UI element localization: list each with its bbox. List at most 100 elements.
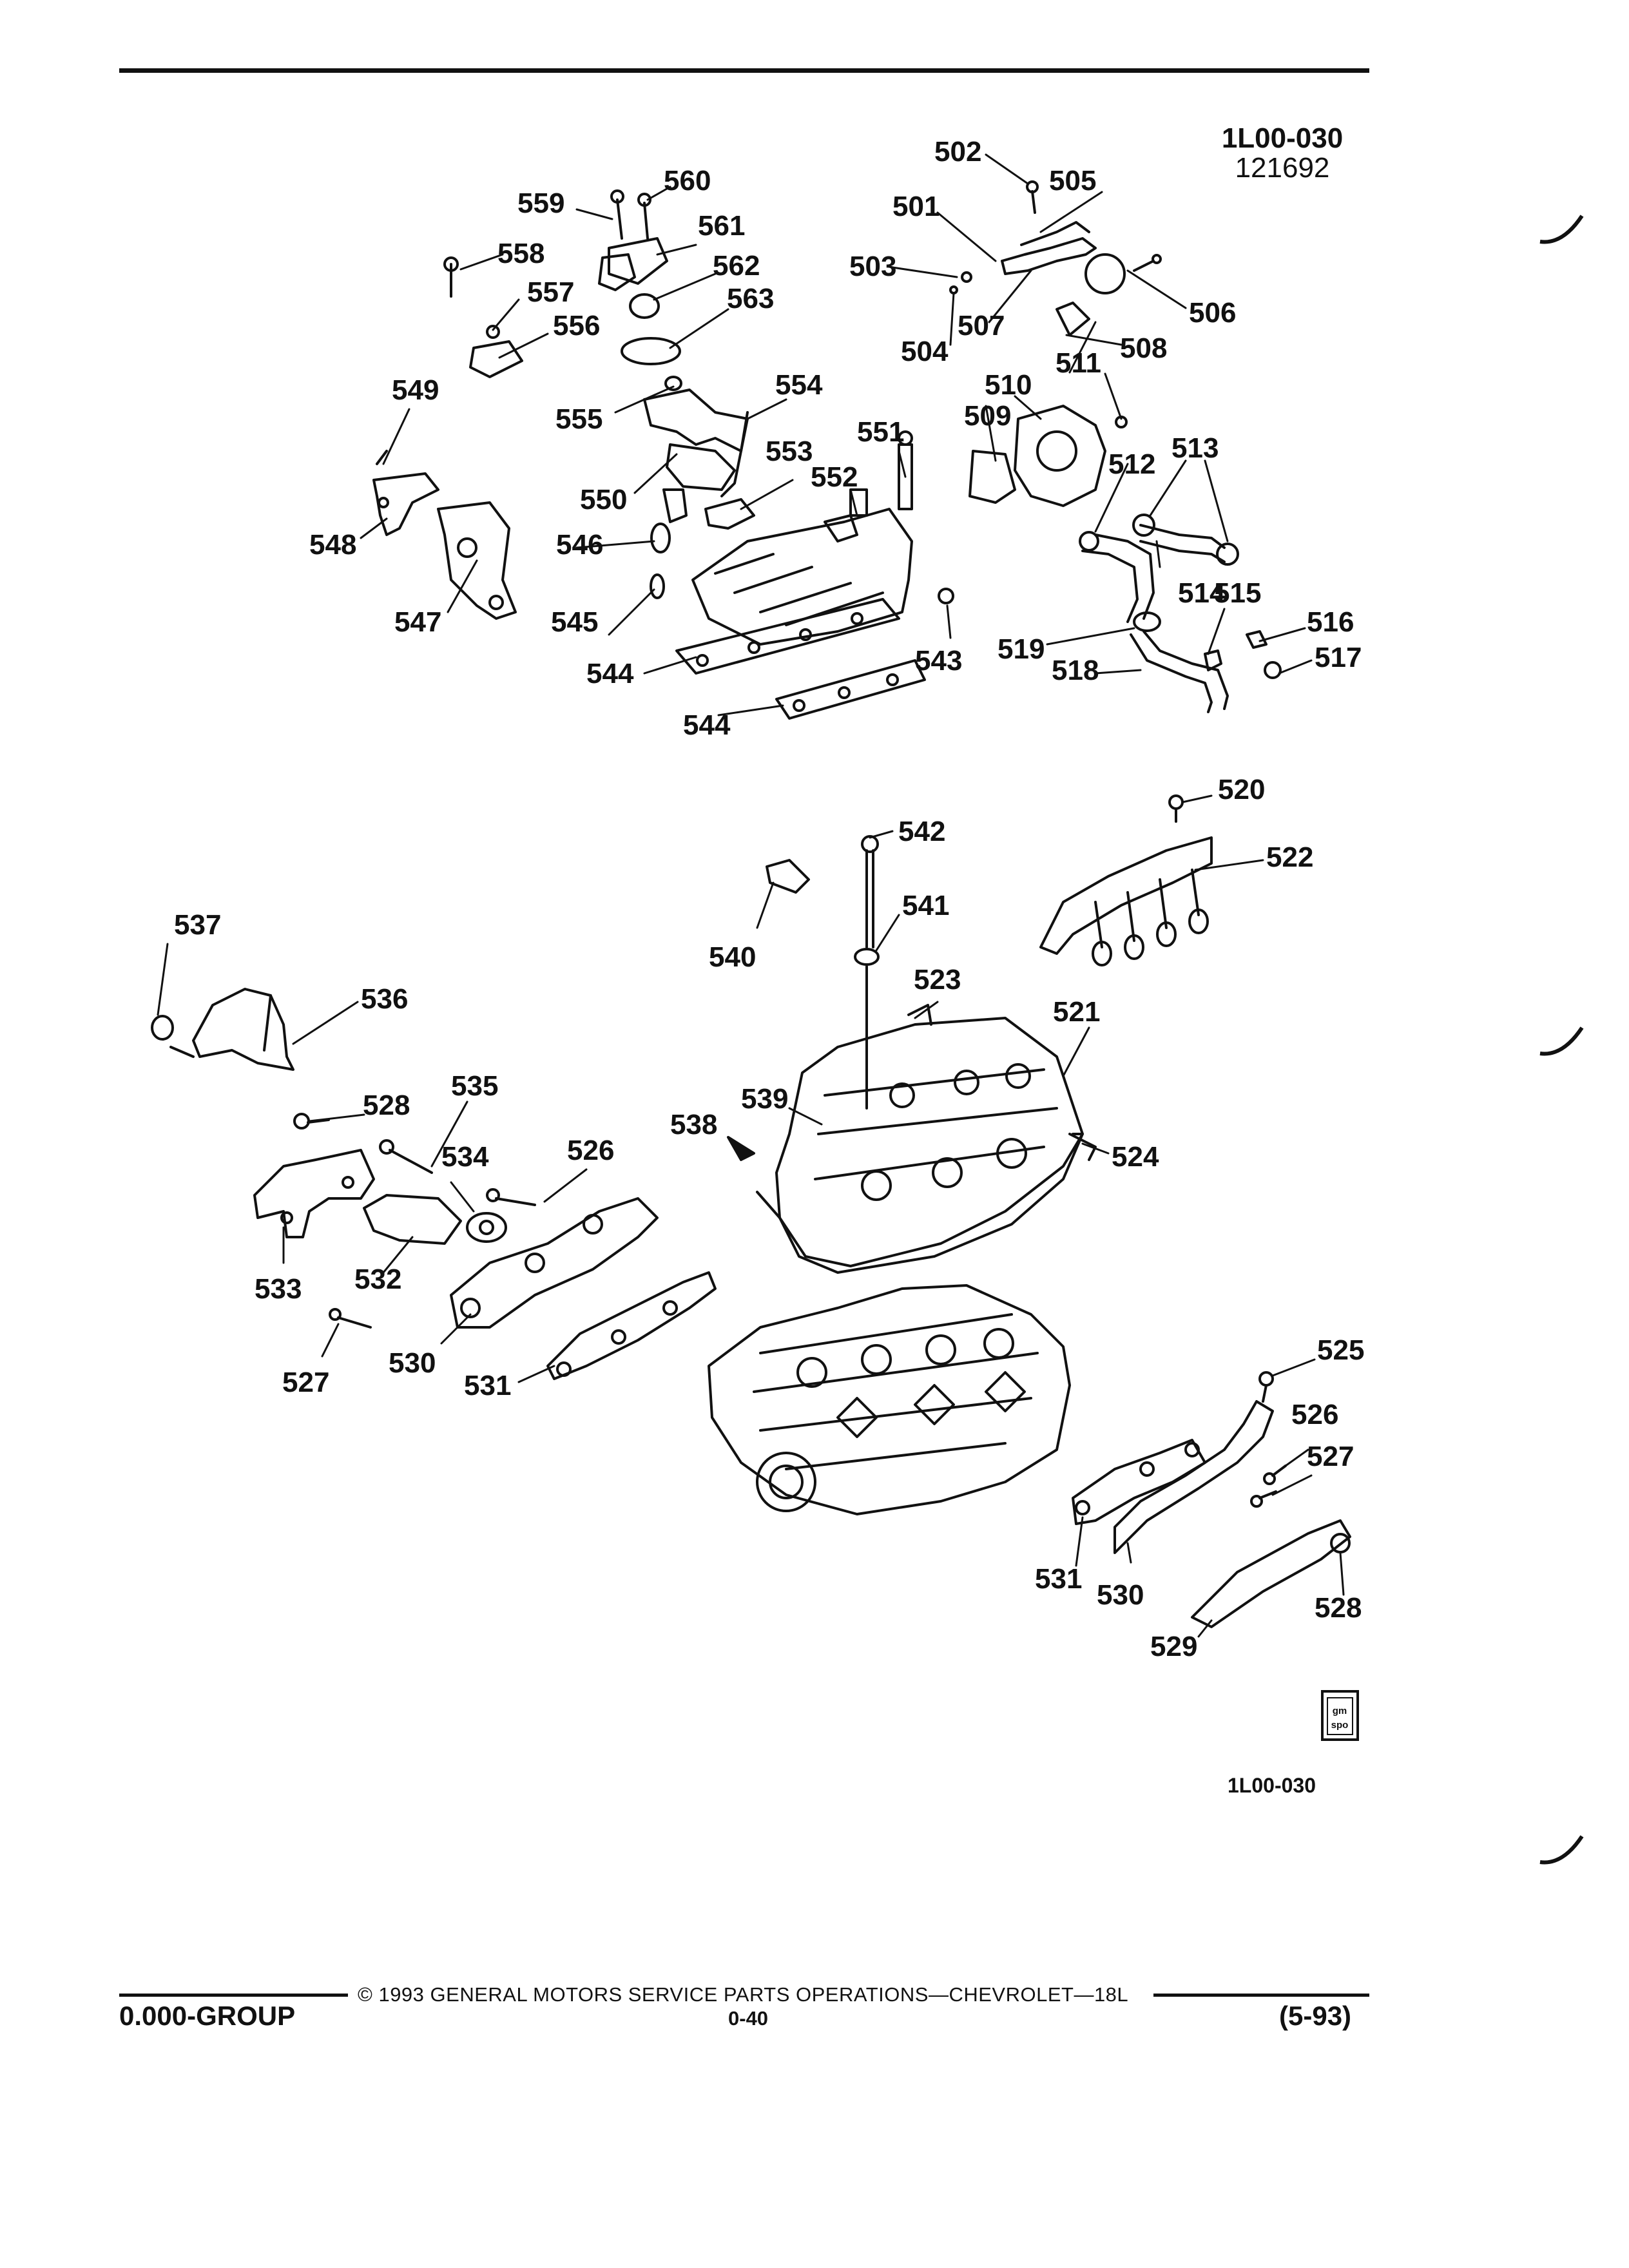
callout-516: 516 <box>1307 606 1354 638</box>
callout-544: 544 <box>586 658 634 689</box>
callout-525: 525 <box>1317 1334 1364 1366</box>
callout-530: 530 <box>1097 1579 1144 1611</box>
callout-505: 505 <box>1049 165 1096 197</box>
edge-mark <box>1539 1026 1584 1056</box>
callout-541: 541 <box>902 890 949 921</box>
callout-527: 527 <box>282 1367 329 1398</box>
bracket-547-548 <box>372 450 517 620</box>
footer-revision: (5-93) <box>1279 2001 1352 2031</box>
callout-503: 503 <box>849 251 896 282</box>
callout-507: 507 <box>958 310 1005 341</box>
callout-542: 542 <box>898 816 945 847</box>
exhaust-bracket-left <box>253 1113 433 1238</box>
callout-545: 545 <box>551 606 598 638</box>
callout-554: 554 <box>775 369 823 401</box>
callout-543: 543 <box>915 645 962 677</box>
leader-lines <box>157 153 1345 1638</box>
callout-553: 553 <box>766 436 813 467</box>
svg-text:spo: spo <box>1331 1720 1349 1731</box>
callout-521: 521 <box>1053 996 1100 1028</box>
callout-530: 530 <box>389 1347 436 1379</box>
callout-563: 563 <box>727 283 774 314</box>
edge-mark <box>1539 1835 1584 1865</box>
callout-518: 518 <box>1052 655 1099 686</box>
callout-512: 512 <box>1108 448 1155 480</box>
cylinder-head <box>727 1004 1097 1274</box>
ref-code: 1L00-030 <box>1221 122 1344 154</box>
callout-513: 513 <box>1171 432 1219 464</box>
callout-529: 529 <box>1150 1631 1197 1662</box>
callout-536: 536 <box>361 983 408 1015</box>
stud-and-sensor <box>766 835 880 1110</box>
callout-506: 506 <box>1189 297 1236 329</box>
edge-mark <box>1539 215 1584 244</box>
callout-557: 557 <box>527 276 574 308</box>
callout-546: 546 <box>556 529 603 561</box>
callout-561: 561 <box>698 210 745 242</box>
intake-manifold <box>650 430 954 720</box>
callout-509: 509 <box>964 400 1011 432</box>
callout-550: 550 <box>580 484 627 515</box>
exhaust-manifold-left <box>329 1188 717 1380</box>
heat-shield <box>151 988 294 1071</box>
footer-copyright: © 1993 GENERAL MOTORS SERVICE PARTS OPER… <box>358 1983 1129 2006</box>
footer-rule-right <box>1153 1994 1369 1997</box>
callout-531: 531 <box>464 1370 511 1401</box>
callout-533: 533 <box>255 1273 302 1305</box>
callout-502: 502 <box>934 136 981 168</box>
callout-547: 547 <box>394 606 441 638</box>
callout-552: 552 <box>811 461 858 493</box>
callout-528: 528 <box>1315 1592 1362 1624</box>
callout-519: 519 <box>998 633 1045 665</box>
callout-526: 526 <box>1291 1399 1338 1430</box>
callout-504: 504 <box>901 336 949 367</box>
callout-555: 555 <box>555 403 602 435</box>
callout-544: 544 <box>683 709 731 741</box>
footer-rule-left <box>119 1994 348 1997</box>
callout-537: 537 <box>174 909 221 941</box>
callout-510: 510 <box>985 369 1032 401</box>
callout-558: 558 <box>497 238 545 269</box>
callout-528: 528 <box>363 1090 410 1121</box>
callout-532: 532 <box>354 1264 401 1295</box>
thermostat-parts <box>443 189 755 530</box>
callout-556: 556 <box>553 310 600 341</box>
exhaust-manifold-right <box>1072 1371 1351 1628</box>
callout-515: 515 <box>1214 577 1261 609</box>
callout-531: 531 <box>1035 1563 1082 1595</box>
callout-559: 559 <box>517 187 564 219</box>
callout-522: 522 <box>1266 841 1313 873</box>
fuel-rail <box>1039 794 1213 966</box>
footer-group: 0.000-GROUP <box>119 2001 296 2031</box>
callout-535: 535 <box>451 1070 498 1102</box>
callout-523: 523 <box>914 964 961 995</box>
figure-code: 1L00-030 <box>1228 1774 1316 1797</box>
callout-548: 548 <box>309 529 356 561</box>
callout-540: 540 <box>709 941 756 973</box>
engine-block <box>708 1284 1071 1515</box>
callout-527: 527 <box>1307 1441 1354 1472</box>
callout-511: 511 <box>1055 347 1101 379</box>
top-rule <box>119 68 1369 73</box>
callout-526: 526 <box>567 1135 614 1166</box>
footer-page-number: 0-40 <box>728 2007 769 2030</box>
callout-534: 534 <box>441 1141 489 1173</box>
callout-562: 562 <box>713 250 760 282</box>
callout-560: 560 <box>664 165 711 197</box>
gm-spo-logo: gm spo <box>1321 1690 1359 1741</box>
callout-549: 549 <box>392 374 439 406</box>
callout-551: 551 <box>857 416 904 448</box>
header-reference: 1L00-030 121692 <box>1199 124 1366 183</box>
svg-text:gm: gm <box>1333 1706 1347 1716</box>
callout-508: 508 <box>1120 332 1167 364</box>
callout-501: 501 <box>892 191 940 222</box>
callout-539: 539 <box>741 1083 788 1115</box>
callout-538: 538 <box>670 1109 717 1140</box>
callout-520: 520 <box>1218 774 1265 805</box>
fuel-pipe-assembly <box>949 180 1162 336</box>
callout-514: 514 <box>1178 577 1226 609</box>
ref-date: 121692 <box>1235 152 1330 184</box>
callout-517: 517 <box>1315 642 1362 673</box>
